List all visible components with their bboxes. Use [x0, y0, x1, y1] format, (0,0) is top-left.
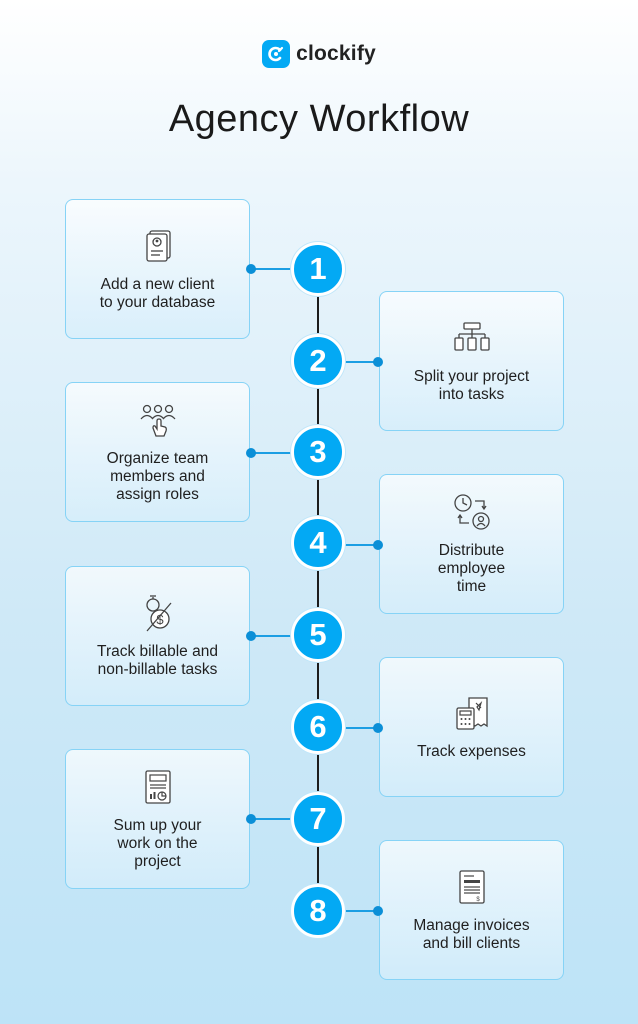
step-card-5: $ Track billable and non-billable tasks [65, 566, 250, 706]
step-card-7: Sum up your work on the project [65, 749, 250, 889]
expense-icon [455, 697, 488, 730]
report-icon [144, 770, 171, 804]
connector-dot-2 [373, 357, 383, 367]
step-number-8: 8 [291, 884, 345, 938]
connector-dot-3 [246, 448, 256, 458]
svg-text:$: $ [156, 612, 164, 627]
connector-5 [250, 635, 295, 637]
brand-logo: clockify [0, 40, 638, 68]
connector-dot-1 [246, 264, 256, 274]
step-label-5: Track billable and non-billable tasks [97, 643, 218, 678]
timeline-spine [317, 268, 319, 912]
step-label-6: Track expenses [417, 743, 526, 760]
connector-dot-4 [373, 540, 383, 550]
clockify-logo-icon [262, 40, 291, 68]
step-label-7: Sum up your work on the project [113, 817, 202, 870]
hierarchy-icon [453, 322, 490, 351]
connector-4 [342, 544, 379, 546]
connector-8 [342, 910, 379, 912]
step-number-5: 5 [291, 608, 345, 662]
step-label-3: Organize team members and assign roles [106, 450, 209, 503]
step-number-7: 7 [291, 792, 345, 846]
connector-6 [342, 727, 379, 729]
connector-dot-5 [246, 631, 256, 641]
step-number-4: 4 [291, 516, 345, 570]
step-card-4: Distribute employee time [379, 474, 564, 614]
brand-name: clockify [296, 42, 376, 65]
step-label-2: Split your project into tasks [413, 368, 530, 403]
connector-3 [250, 452, 295, 454]
step-number-6: 6 [291, 700, 345, 754]
step-card-3: Organize team members and assign roles [65, 382, 250, 522]
step-card-2: Split your project into tasks [379, 291, 564, 431]
invoice-icon: $ [458, 870, 485, 904]
step-card-8: $ Manage invoices and bill clients [379, 840, 564, 980]
billable-icon: $ [145, 595, 171, 632]
step-number-3: 3 [291, 425, 345, 479]
step-number-1: 1 [291, 242, 345, 296]
team-select-icon [140, 404, 175, 437]
clock-person-icon [453, 494, 490, 530]
client-card-icon [145, 230, 171, 262]
connector-dot-7 [246, 814, 256, 824]
connector-dot-6 [373, 723, 383, 733]
connector-2 [342, 361, 379, 363]
connector-dot-8 [373, 906, 383, 916]
connector-7 [250, 818, 295, 820]
step-card-6: Track expenses [379, 657, 564, 797]
svg-text:$: $ [476, 897, 480, 903]
step-label-4: Distribute employee time [437, 542, 506, 595]
step-number-2: 2 [291, 334, 345, 388]
step-label-1: Add a new client to your database [99, 276, 216, 311]
step-label-8: Manage invoices and bill clients [413, 917, 530, 952]
connector-1 [250, 268, 295, 270]
step-card-1: Add a new client to your database [65, 199, 250, 339]
page-title: Agency Workflow [168, 98, 470, 140]
